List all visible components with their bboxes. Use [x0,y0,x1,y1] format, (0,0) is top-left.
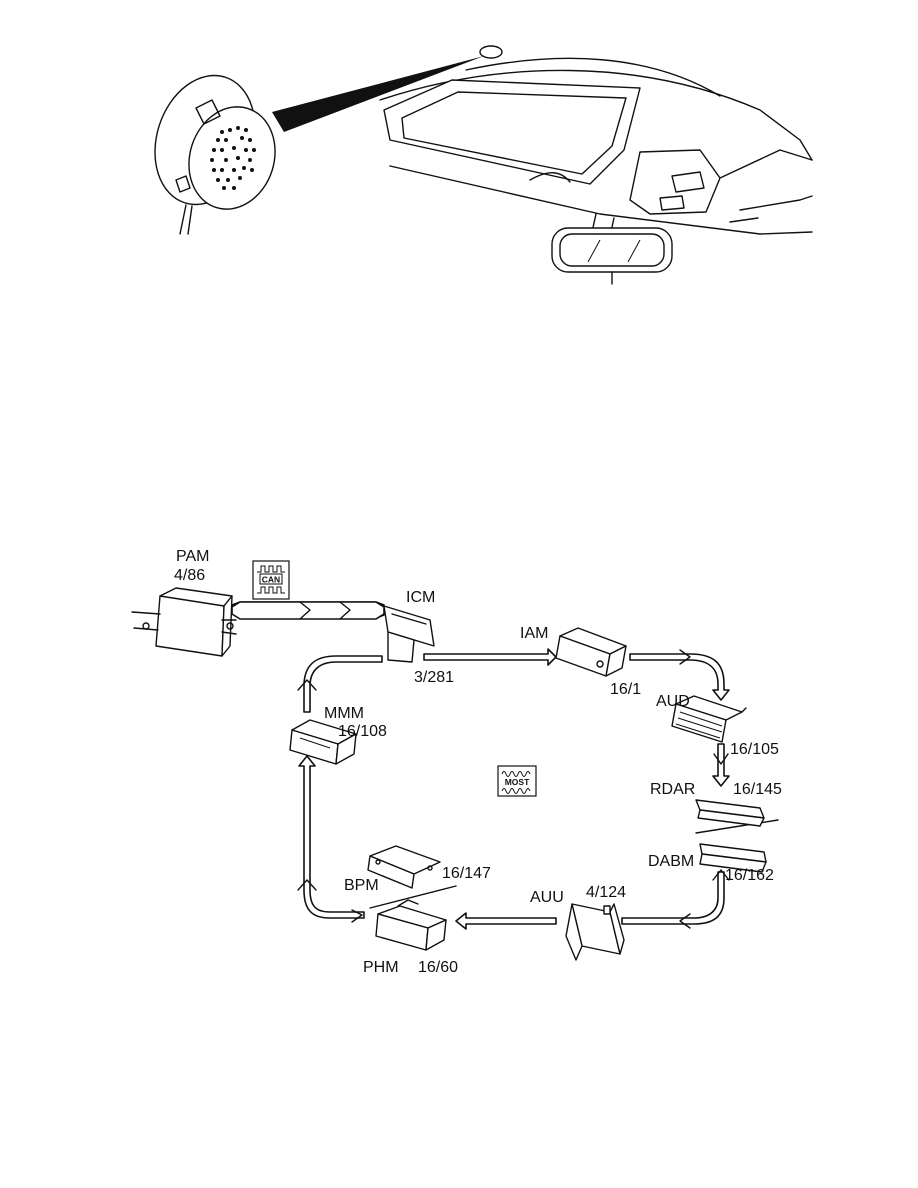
auu-name: AUU [530,889,564,906]
icm-module [383,605,435,663]
bpm-code: 16/147 [442,865,491,882]
aud-name: AUD [656,693,690,710]
iam-code: 16/1 [610,681,641,698]
icm-name: ICM [406,589,435,606]
bpm-module [367,845,441,889]
aud-code: 16/105 [730,741,779,758]
microphone-location-illustration [154,45,813,285]
bpm-name: BPM [344,877,379,894]
mmm-module [289,719,357,765]
microphone-icon [154,74,276,235]
pam-name: PAM [176,548,209,565]
can-symbol-label: CAN [262,575,280,585]
dabm-name: DABM [648,853,694,870]
auu-code: 4/124 [586,884,626,901]
can-symbol: CAN [252,560,290,600]
icm-code: 3/281 [414,669,454,686]
aud-module [671,695,747,743]
rdar-code: 16/145 [733,781,782,798]
phm-module [375,899,447,951]
iam-module [555,627,627,677]
mmm-name: MMM [324,705,364,722]
rdar-name: RDAR [650,781,695,798]
rdar-module [695,799,765,827]
pam-code: 4/86 [174,567,205,584]
phm-code: 16/60 [418,959,458,976]
phm-name: PHM [363,959,399,976]
most-symbol: MOST [497,765,537,797]
most-ring [297,648,730,930]
dabm-code: 16/162 [725,867,774,884]
auu-module [565,903,625,961]
can-bus-link [231,601,385,620]
iam-name: IAM [520,625,548,642]
mmm-code: 16/108 [338,723,387,740]
pam-module [131,587,237,657]
pam-label: PAM 4/86 [174,548,209,584]
most-symbol-label: MOST [505,777,530,787]
dabm-module [699,843,767,873]
